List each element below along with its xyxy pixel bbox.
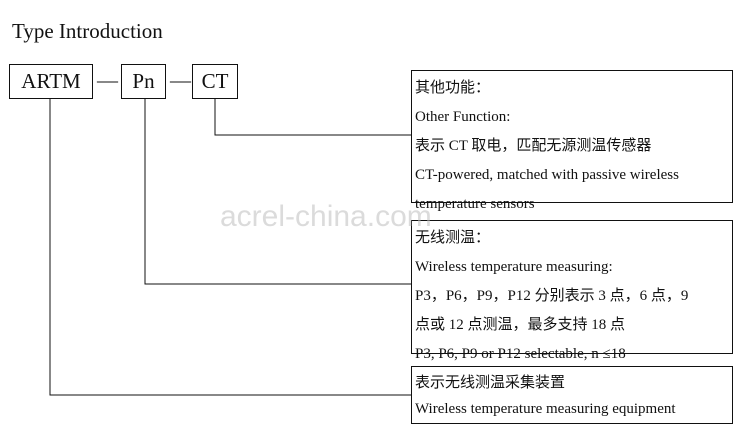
box-pn-line-5: P3, P6, P9 or P12 selectable, n ≤18	[415, 346, 626, 362]
separator-2: —	[170, 68, 191, 92]
box-ct-line-1: 其他功能：	[415, 80, 491, 96]
box-pn-measuring: 无线测温： Wireless temperature measuring: P3…	[411, 220, 733, 362]
box-ct-line-3: 表示 CT 取电，匹配无源测温传感器	[415, 138, 652, 154]
connector-artm	[49, 99, 411, 396]
watermark: acrel-china.com	[220, 200, 432, 233]
diagram-title: Type Introduction	[12, 19, 163, 43]
box-ct-line-2: Other Function:	[415, 109, 511, 125]
separator-1: —	[97, 68, 118, 92]
connector-pn	[144, 99, 411, 285]
code-ct: CT	[192, 64, 238, 99]
box-pn-line-2: Wireless temperature measuring:	[415, 259, 613, 275]
box-artm-line-1: 表示无线测温采集装置	[415, 375, 566, 391]
box-ct-line-4: CT-powered, matched with passive wireles…	[415, 167, 679, 183]
box-pn-line-1: 无线测温：	[415, 230, 491, 246]
box-pn-line-4: 点或 12 点测温，最多支持 18 点	[415, 317, 626, 333]
box-ct-line-5: temperature sensors	[415, 196, 535, 212]
code-pn: Pn	[121, 64, 166, 99]
connector-ct	[214, 99, 411, 136]
box-ct-function: 其他功能： Other Function: 表示 CT 取电，匹配无源测温传感器…	[411, 70, 733, 212]
code-artm: ARTM	[9, 64, 93, 99]
box-artm-equipment: 表示无线测温采集装置 Wireless temperature measurin…	[411, 366, 733, 424]
box-pn-line-3: P3，P6，P9，P12 分别表示 3 点，6 点，9	[415, 288, 689, 304]
box-artm-line-2: Wireless temperature measuring equipment	[415, 401, 676, 417]
